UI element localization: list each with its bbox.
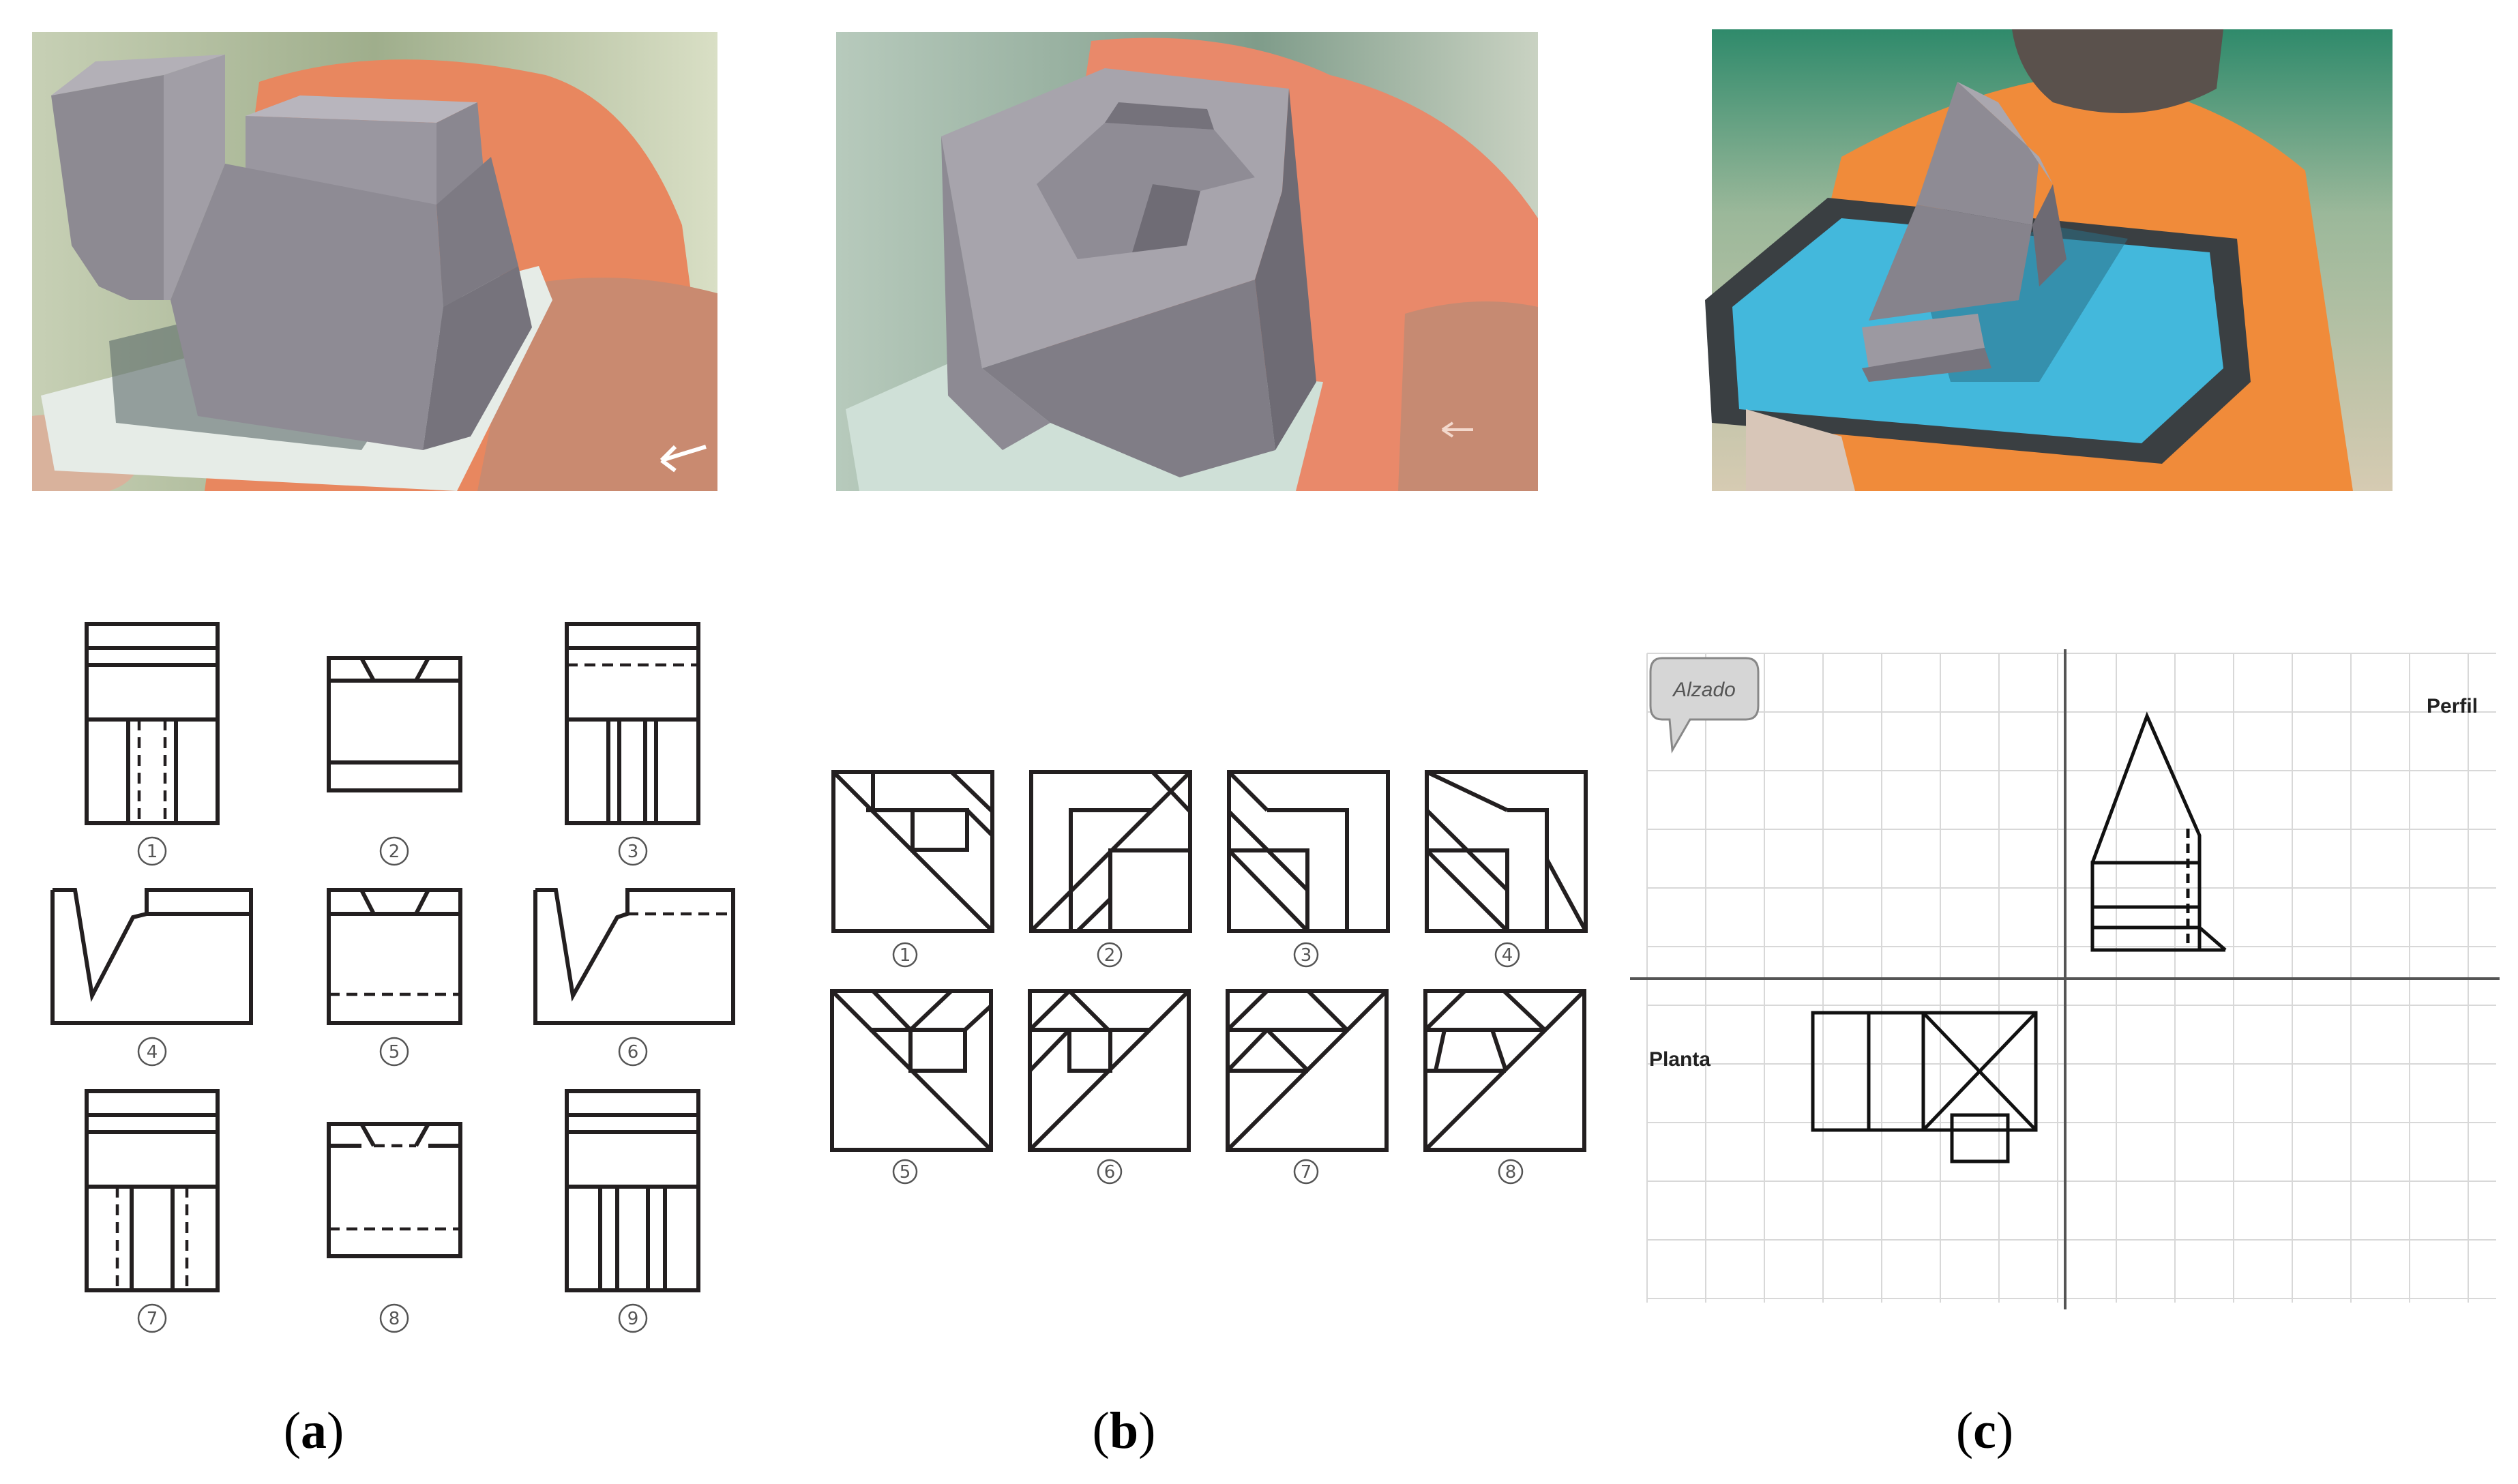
view-a5 (327, 888, 462, 1025)
caption-c: (c) (1956, 1402, 2013, 1459)
view-a3 (565, 622, 700, 825)
view-b1 (831, 770, 994, 933)
ar-photo-b (836, 32, 1538, 492)
caption-a: (a) (284, 1402, 344, 1459)
panel-a-views: 1 2 3 4 5 6 7 8 9 (50, 622, 735, 1333)
ar-model-c (1862, 82, 2067, 382)
view-number: 2 (389, 842, 400, 862)
view-numbers-a: 1 2 3 4 5 6 7 8 9 (137, 836, 648, 1333)
ar-photo-a (32, 32, 717, 492)
view-number: 4 (147, 1042, 158, 1063)
view-b2 (1029, 770, 1192, 933)
view-number: 7 (147, 1309, 158, 1329)
panel-c-grid: Alzado Perfil Planta (1630, 649, 2500, 1309)
view-numbers-b: 1 2 3 4 5 6 7 8 (892, 942, 1524, 1185)
plan-view (1811, 1011, 2038, 1163)
caption-b: (b) (1093, 1402, 1156, 1459)
view-number: 1 (900, 945, 911, 966)
profile-view (2090, 711, 2227, 952)
ar-model-a (51, 55, 532, 450)
view-number: 9 (627, 1309, 639, 1329)
view-b8 (1423, 989, 1586, 1152)
view-b4 (1425, 770, 1588, 933)
ar-model-b (941, 68, 1316, 477)
view-a8 (327, 1122, 462, 1258)
view-number: 1 (147, 842, 158, 862)
alzado-label: Alzado (1672, 679, 1736, 701)
view-a6 (533, 888, 735, 1025)
view-number: 5 (900, 1162, 911, 1183)
view-b7 (1226, 989, 1389, 1152)
view-number: 8 (389, 1309, 400, 1329)
view-number: 8 (1505, 1162, 1517, 1183)
planta-label: Planta (1649, 1048, 1710, 1071)
view-b5 (830, 989, 993, 1152)
view-a9 (565, 1089, 700, 1292)
view-number: 4 (1502, 945, 1513, 966)
view-number: 5 (389, 1042, 400, 1063)
view-number: 6 (627, 1042, 639, 1063)
view-a1 (85, 622, 220, 825)
ar-photo-c (1705, 29, 2393, 491)
view-a4 (50, 888, 253, 1025)
perfil-label: Perfil (2427, 695, 2478, 717)
alzado-bubble: Alzado (1649, 657, 1760, 754)
view-a2 (327, 656, 462, 792)
view-number: 3 (627, 842, 639, 862)
view-number: 2 (1104, 945, 1116, 966)
view-number: 3 (1301, 945, 1312, 966)
view-b3 (1227, 770, 1390, 933)
view-number: 7 (1301, 1162, 1312, 1183)
view-a7 (85, 1089, 220, 1292)
panel-b-views: 1 2 3 4 5 6 7 8 (830, 770, 1588, 1185)
view-b6 (1028, 989, 1191, 1152)
view-number: 6 (1104, 1162, 1116, 1183)
